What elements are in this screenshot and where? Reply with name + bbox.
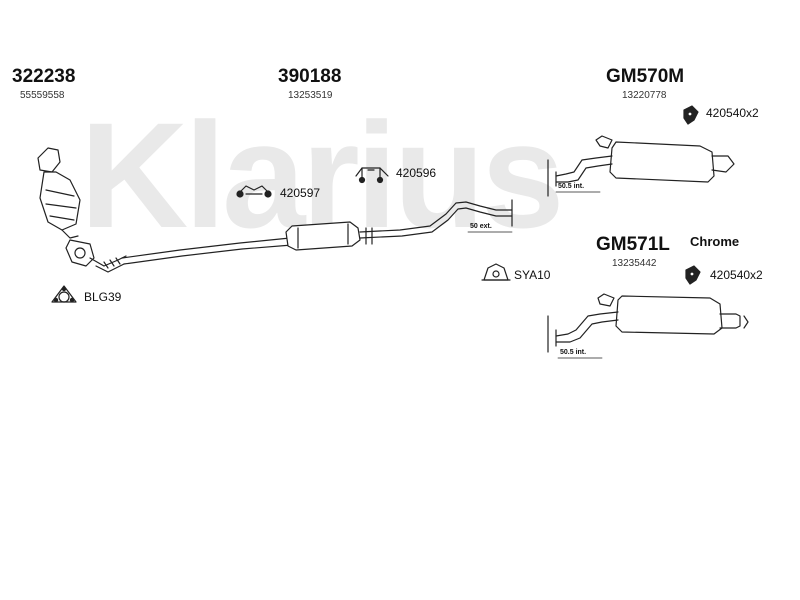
label-sya10: SYA10 xyxy=(514,268,551,282)
rear-silencer-l[interactable] xyxy=(547,293,749,353)
part-code-390188: 390188 xyxy=(278,66,342,87)
clamp-420596-icon[interactable] xyxy=(355,167,389,184)
mount-sya10-icon[interactable] xyxy=(481,263,511,281)
part-code-322238: 322238 xyxy=(12,66,76,87)
rear-silencer-m[interactable] xyxy=(547,135,735,197)
label-420597: 420597 xyxy=(280,186,321,200)
label-blg39: BLG39 xyxy=(84,290,122,304)
part-ref-13253519: 13253519 xyxy=(288,90,333,101)
rubber-mount-m-icon[interactable] xyxy=(683,105,699,125)
label-420596: 420596 xyxy=(396,166,437,180)
label-420540x2-l: 420540x2 xyxy=(710,268,763,282)
dim-50-5-int-m: 50.5 int. xyxy=(558,183,585,190)
part-ref-55559558: 55559558 xyxy=(20,90,65,101)
label-420540x2-m: 420540x2 xyxy=(706,106,759,120)
middle-silencer-pipe[interactable] xyxy=(121,199,513,265)
gasket-blg39-icon[interactable] xyxy=(51,285,77,303)
dim-50-ext: 50 ext. xyxy=(470,223,492,230)
part-ref-13220778: 13220778 xyxy=(622,90,667,101)
rubber-mount-l-icon[interactable] xyxy=(685,265,701,285)
part-ref-13235442: 13235442 xyxy=(612,258,657,269)
part-code-gm571l: GM571L xyxy=(596,234,670,255)
finish-chrome-label: Chrome xyxy=(690,234,740,249)
catalytic-converter[interactable] xyxy=(37,147,127,273)
clamp-420597-icon[interactable] xyxy=(236,185,272,198)
dim-50-5-int-l: 50.5 int. xyxy=(560,349,587,356)
part-code-gm570m: GM570M xyxy=(606,66,685,87)
